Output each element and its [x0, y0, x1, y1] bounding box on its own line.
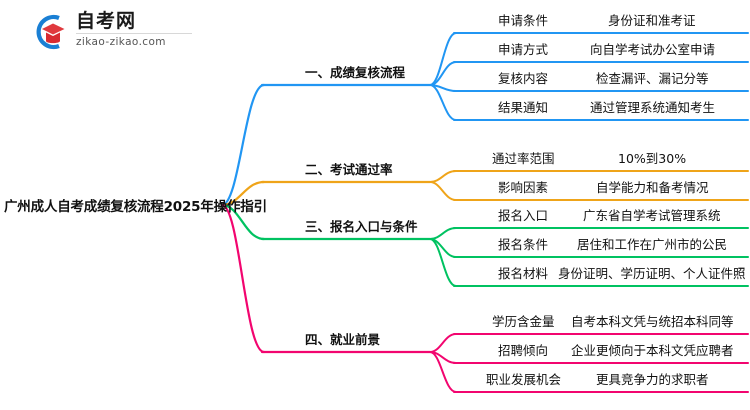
leaf-row[interactable]: 复核内容 检查漏评、漏记分等	[440, 69, 750, 89]
leaf-key: 影响因素	[498, 180, 549, 195]
connector-path	[429, 84, 457, 121]
leaf-row[interactable]: 通过率范围 10%到30%	[440, 149, 750, 169]
leaf-row[interactable]: 申请条件 身份证和准考证	[440, 11, 750, 31]
leaf-value: 广东省自学考试管理系统	[583, 208, 721, 223]
logo-domain: zikao-zikao.com	[76, 36, 166, 48]
branch-label-3[interactable]: 三、报名入口与条件	[305, 218, 418, 236]
branch-label-4[interactable]: 四、就业前景	[305, 331, 380, 349]
logo-site-name: 自考网	[76, 10, 137, 32]
leaf-row[interactable]: 报名条件 居住和工作在广州市的公民	[440, 235, 750, 255]
leaf-key: 申请方式	[498, 42, 549, 57]
leaf-key: 报名材料	[498, 266, 549, 281]
site-logo: 自考网 zikao-zikao.com	[30, 8, 200, 56]
leaf-row[interactable]: 报名入口 广东省自学考试管理系统	[440, 206, 750, 226]
leaf-value: 身份证和准考证	[608, 13, 696, 28]
connector-path	[429, 238, 457, 287]
leaf-row[interactable]: 申请方式 向自学考试办公室申请	[440, 40, 750, 60]
branch-label-text: 一、成绩复核流程	[305, 65, 406, 80]
connector-path	[429, 351, 457, 393]
root-title: 广州成人自考成绩复核流程2025年操作指引	[4, 199, 267, 215]
leaf-value: 检查漏评、漏记分等	[596, 71, 709, 86]
leaf-row[interactable]: 招聘倾向 企业更倾向于本科文凭应聘者	[440, 341, 750, 361]
graduation-cap-logo-icon	[36, 14, 65, 50]
leaf-value: 身份证明、学历证明、个人证件照	[558, 266, 746, 281]
leaf-value: 自学能力和备考情况	[596, 180, 709, 195]
leaf-row[interactable]: 学历含金量 自考本科文凭与统招本科同等	[440, 312, 750, 332]
leaf-key: 职业发展机会	[486, 372, 562, 387]
branch-label-text: 四、就业前景	[305, 332, 381, 347]
leaf-row[interactable]: 结果通知 通过管理系统通知考生	[440, 98, 750, 118]
logo-divider	[76, 33, 192, 34]
leaf-key: 通过率范围	[492, 151, 555, 166]
branch-label-2[interactable]: 二、考试通过率	[305, 161, 393, 179]
leaf-value: 自考本科文凭与统招本科同等	[571, 314, 734, 329]
connector-path	[220, 203, 266, 354]
leaf-row[interactable]: 影响因素 自学能力和备考情况	[440, 178, 750, 198]
leaf-key: 申请条件	[498, 13, 549, 28]
connector-path	[220, 83, 266, 207]
connector-path	[220, 203, 266, 241]
leaf-value: 更具竞争力的求职者	[596, 372, 709, 387]
leaf-value: 通过管理系统通知考生	[590, 100, 716, 115]
leaf-value: 居住和工作在广州市的公民	[577, 237, 728, 252]
leaf-row[interactable]: 报名材料身份证明、学历证明、个人证件照	[440, 264, 750, 284]
leaf-key: 学历含金量	[492, 314, 555, 329]
branch-label-1[interactable]: 一、成绩复核流程	[305, 64, 405, 82]
leaf-value: 10%到30%	[618, 151, 687, 166]
leaf-key: 结果通知	[498, 100, 549, 115]
root-node[interactable]: 广州成人自考成绩复核流程2025年操作指引	[4, 192, 267, 218]
branch-label-text: 二、考试通过率	[305, 162, 393, 177]
leaf-key: 复核内容	[498, 71, 549, 86]
branch-label-text: 三、报名入口与条件	[305, 219, 418, 234]
leaf-value: 企业更倾向于本科文凭应聘者	[571, 343, 734, 358]
leaf-key: 报名条件	[498, 237, 549, 252]
connector-path	[220, 180, 266, 207]
leaf-value: 向自学考试办公室申请	[590, 42, 716, 57]
leaf-key: 报名入口	[498, 208, 549, 223]
leaf-key: 招聘倾向	[498, 343, 549, 358]
leaf-row[interactable]: 职业发展机会 更具竞争力的求职者	[440, 370, 750, 390]
